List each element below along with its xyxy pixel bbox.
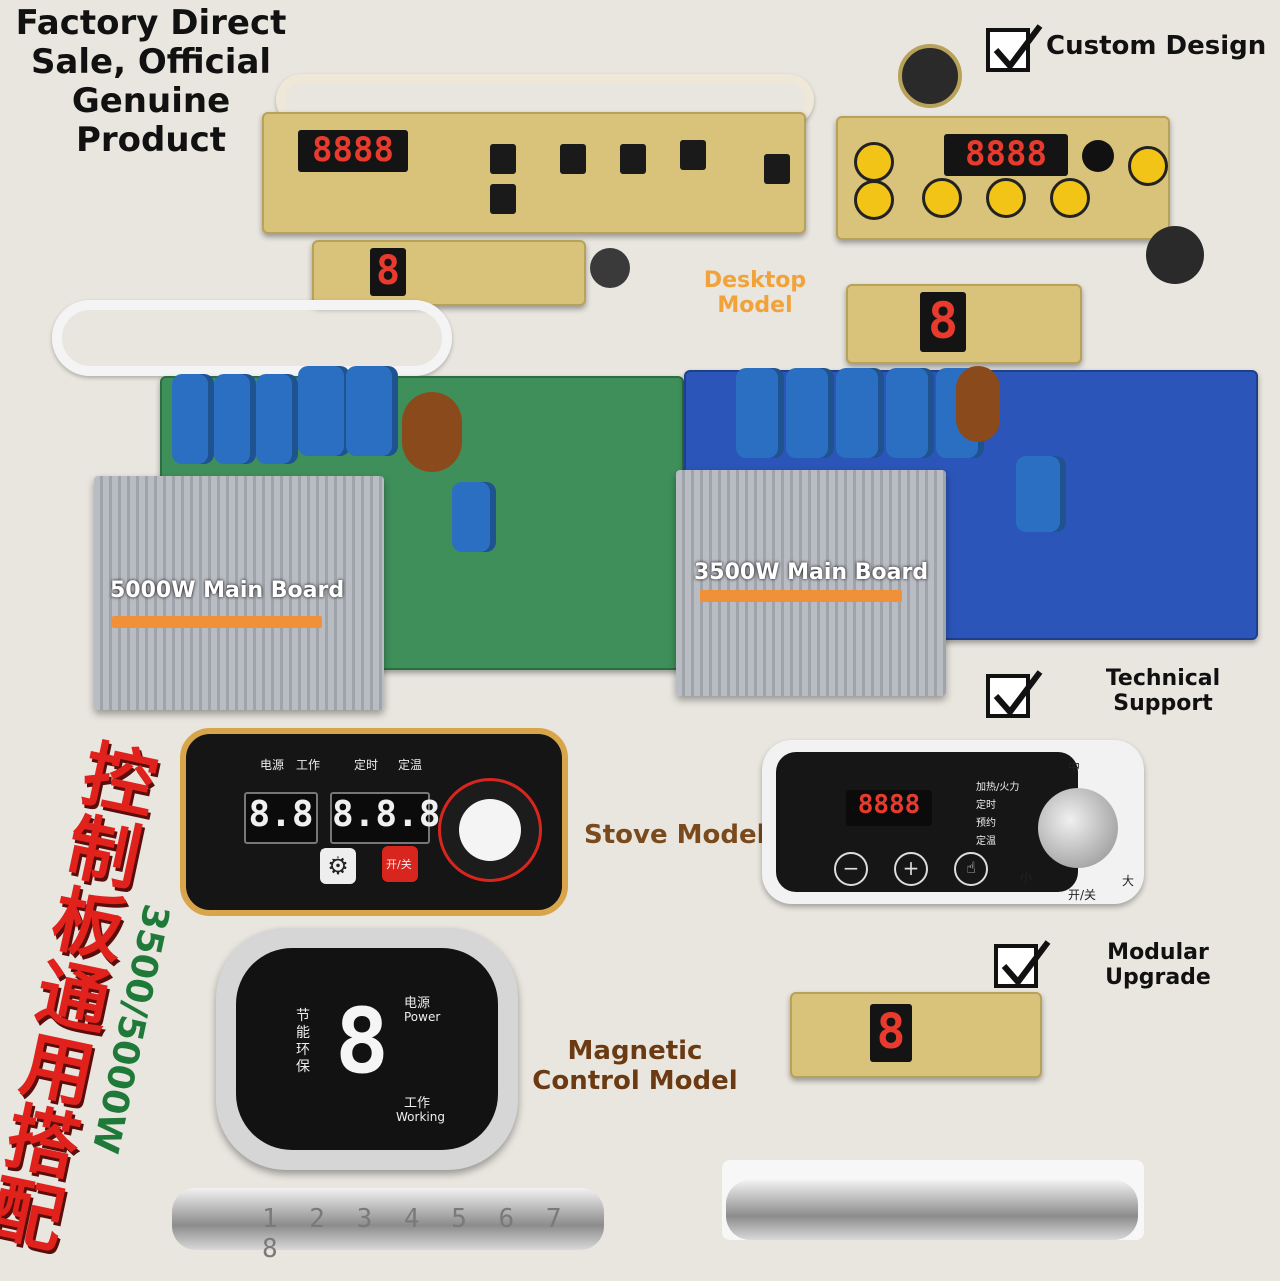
yellow-button <box>922 178 962 218</box>
magnetic-rod-left: 1 2 3 4 5 6 7 8 <box>172 1188 604 1264</box>
tact-button <box>764 154 790 184</box>
seven-segment-display: 8 <box>920 292 966 352</box>
working-en-label: Working <box>396 1110 445 1124</box>
seven-segment-display: 8 <box>370 248 406 296</box>
rotary-knob-icon <box>898 44 962 108</box>
display-board-4-digit-a: 8888 <box>262 112 806 234</box>
display-board-1-digit-c: 8 <box>790 992 1042 1078</box>
tact-button <box>560 144 586 174</box>
rotary-knob[interactable] <box>1038 788 1118 868</box>
main-board-5000w-label: 5000W Main Board <box>110 578 345 603</box>
magnetic-rod-right <box>726 1180 1138 1240</box>
yellow-button <box>854 142 894 182</box>
knob-low-label: 小 <box>1020 870 1033 884</box>
temp-indicator-label: 定温 <box>398 758 423 772</box>
display-board-4-digit-b: 8888 <box>836 116 1170 240</box>
capacitor <box>172 374 214 464</box>
panel-face: 8 节能环保 电源 Power 工作 Working <box>236 948 498 1150</box>
timer-label: 定时 <box>976 800 996 811</box>
reserve-label: 预约 <box>976 818 996 829</box>
yellow-button <box>854 180 894 220</box>
capacitor <box>836 368 884 458</box>
yellow-button <box>986 178 1026 218</box>
tact-button <box>490 144 516 174</box>
work-indicator-label: 工作 <box>296 758 321 772</box>
power-indicator-label: 电源 <box>260 758 285 772</box>
seven-segment-display: 8888 <box>944 134 1068 176</box>
main-board-3500w-label: 3500W Main Board <box>694 560 929 585</box>
panel-face: 8888 加热/火力 定时 预约 定温 − + ☝ <box>776 752 1078 892</box>
touch-button[interactable]: ☝ <box>954 852 988 886</box>
rotary-knob[interactable] <box>459 799 521 861</box>
knob-mid-label: 中 <box>1068 760 1081 774</box>
seven-segment-display: 8888 <box>298 130 408 172</box>
buzzer-icon <box>1082 140 1114 172</box>
capacitor <box>736 368 784 458</box>
capacitor <box>452 482 496 552</box>
capacitor <box>256 374 298 464</box>
switch-label: 开/关 <box>1068 888 1097 902</box>
modular-upgrade-label: Modular Upgrade <box>1105 940 1211 991</box>
stove-control-panel-right: 8888 加热/火力 定时 预约 定温 − + ☝ 中 小 大 开/关 <box>762 740 1144 904</box>
power-cn-label: 电源 <box>404 996 431 1011</box>
magnetic-model-label: Magnetic Control Model <box>532 1036 738 1096</box>
inductor-coil-icon <box>402 392 462 472</box>
working-cn-label: 工作 <box>404 1096 431 1111</box>
knob-ring <box>438 778 542 882</box>
yellow-button <box>1128 146 1168 186</box>
seven-segment-display: 8 <box>330 994 394 1090</box>
stove-control-panel-left: 电源 工作 定时 定温 8.8 8.8.8 ⚙ 设置 开/关 <box>180 728 568 916</box>
power-button[interactable]: 开/关 <box>382 846 418 882</box>
checkbox-icon <box>994 940 1051 988</box>
settings-button[interactable]: ⚙ <box>320 848 356 884</box>
minus-button[interactable]: − <box>834 852 868 886</box>
checkbox-icon <box>986 24 1043 72</box>
seven-segment-display: 8 <box>870 1004 912 1062</box>
power-button-label: 开/关 <box>386 858 412 871</box>
tact-button <box>490 184 516 214</box>
heatsink-5000w <box>94 476 384 710</box>
checkbox-icon <box>986 670 1043 718</box>
knob-high-label: 大 <box>1122 874 1135 888</box>
right-display: 8.8.8 <box>330 792 440 844</box>
magnetic-control-panel: 8 节能环保 电源 Power 工作 Working <box>216 928 518 1170</box>
seven-segment-display: 8888 <box>846 790 932 826</box>
power-en-label: Power <box>404 1010 441 1024</box>
heat-label: 加热/火力 <box>976 782 1020 793</box>
left-display: 8.8 <box>244 792 318 844</box>
tact-button <box>620 144 646 174</box>
heatsink-3500w <box>676 470 946 696</box>
plus-button[interactable]: + <box>894 852 928 886</box>
display-board-1-digit-b: 8 <box>846 284 1082 364</box>
white-cable <box>52 300 452 376</box>
energy-saving-label: 节能环保 <box>296 1008 310 1075</box>
capacitor <box>786 368 834 458</box>
highlight-bar <box>700 590 902 602</box>
stove-model-label: Stove Model <box>584 820 766 850</box>
rotary-knob-icon <box>1146 226 1204 284</box>
tact-button <box>680 140 706 170</box>
custom-design-label: Custom Design <box>1046 31 1267 61</box>
display-board-1-digit-a: 8 <box>312 240 586 306</box>
inductor-coil-icon <box>956 366 1000 442</box>
gear-icon: ⚙ <box>327 852 349 880</box>
settings-label: 设置 <box>320 848 342 861</box>
desktop-model-label: Desktop Model <box>703 268 807 318</box>
technical-support-label: Technical Support <box>1105 666 1221 717</box>
capacitor <box>886 368 934 458</box>
capacitor <box>1016 456 1066 532</box>
rod-number-scale: 1 2 3 4 5 6 7 8 <box>262 1204 570 1264</box>
timer-indicator-label: 定时 <box>354 758 379 772</box>
capacitor <box>346 366 398 456</box>
highlight-bar <box>112 616 322 628</box>
temp-label: 定温 <box>976 836 996 847</box>
capacitor <box>298 366 350 456</box>
rotary-knob-icon <box>590 248 630 288</box>
capacitor <box>214 374 256 464</box>
yellow-button <box>1050 178 1090 218</box>
headline: Factory Direct Sale, Official Genuine Pr… <box>15 3 287 161</box>
